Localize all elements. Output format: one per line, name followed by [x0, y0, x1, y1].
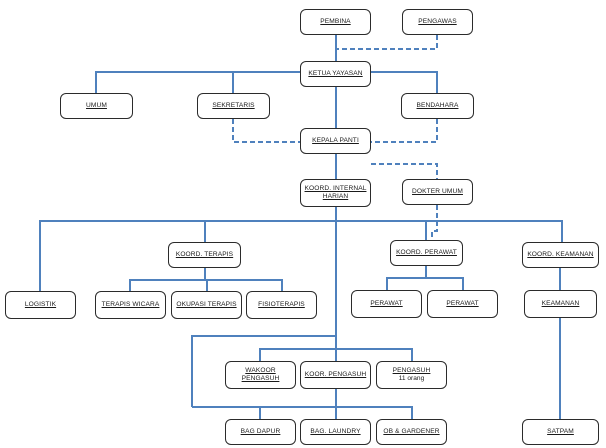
node-bag-laundry: BAG. LAUNDRY: [300, 419, 371, 445]
node-label: KEAMANAN: [541, 300, 580, 308]
node-label: UMUM: [86, 102, 107, 110]
node-label: LOGISTIK: [24, 301, 57, 309]
solid-connector-7: [39, 220, 563, 291]
node-label: PENGASUH: [241, 375, 280, 382]
node-bendahara: BENDAHARA: [401, 93, 474, 119]
node-label: PENGAWAS: [418, 18, 457, 26]
node-label: DOKTER UMUM: [412, 188, 463, 196]
dashed-connector-24: [232, 119, 300, 143]
node-label: KOORD. PERAWAT: [396, 249, 457, 257]
node-label: HARIAN: [322, 193, 349, 200]
node-okupasi-terapis: OKUPASI TERAPIS: [171, 291, 242, 319]
node-koor-pengasuh: KOOR. PENGASUH: [300, 361, 371, 389]
node-umum: UMUM: [60, 93, 133, 119]
node-satpam: SATPAM: [522, 419, 599, 445]
node-koord-perawat: KOORD. PERAWAT: [390, 240, 463, 266]
node-label: KOORD. INTERNAL: [304, 185, 367, 193]
node-label: KOORD. KEAMANAN: [527, 251, 594, 259]
node-perawat-2: PERAWAT: [427, 290, 498, 318]
node-fisioterapis: FISIOTERAPIS: [246, 291, 317, 319]
node-kepala-panti: KEPALA PANTI: [300, 128, 371, 154]
node-label: FISIOTERAPIS: [258, 301, 305, 309]
dashed-connector-25: [371, 119, 438, 143]
node-label: TERAPIS WICARA: [101, 301, 160, 309]
node-pengawas: PENGAWAS: [402, 9, 473, 35]
node-sublabel: 11 orang: [398, 375, 425, 382]
node-label: PERAWAT: [446, 300, 479, 308]
node-sekretaris: SEKRETARIS: [197, 93, 270, 119]
solid-connector-2: [95, 71, 438, 93]
node-perawat-1: PERAWAT: [351, 290, 422, 318]
node-label: OKUPASI TERAPIS: [176, 301, 237, 309]
node-label: BAG DAPUR: [240, 428, 281, 436]
node-keamanan: KEAMANAN: [524, 290, 597, 318]
dashed-connector-23: [336, 35, 438, 50]
solid-connector-14: [386, 277, 464, 290]
node-label: PEMBINA: [320, 18, 351, 26]
node-label: KEPALA PANTI: [312, 137, 359, 145]
dashed-connector-26: [371, 163, 438, 179]
node-label: KETUA YAYASAN: [308, 70, 363, 78]
node-dokter-umum: DOKTER UMUM: [402, 179, 473, 205]
node-ob-gardener: OB & GARDENER: [376, 419, 447, 445]
solid-connector-17: [191, 335, 336, 407]
node-label: BENDAHARA: [416, 102, 459, 110]
node-koord-keamanan: KOORD. KEAMANAN: [522, 242, 599, 268]
node-ketua-yayasan: KETUA YAYASAN: [300, 61, 371, 87]
node-koord-terapis: KOORD. TERAPIS: [168, 242, 241, 268]
node-label: KOORD. TERAPIS: [175, 251, 234, 259]
node-label: BAG. LAUNDRY: [310, 428, 361, 436]
node-label: KOOR. PENGASUH: [304, 371, 367, 379]
node-logistik: LOGISTIK: [5, 291, 76, 319]
node-pembina: PEMBINA: [300, 9, 371, 35]
node-label: PERAWAT: [370, 300, 403, 308]
node-label: SATPAM: [547, 428, 574, 436]
dashed-connector-27: [431, 205, 438, 240]
node-terapis-wicara: TERAPIS WICARA: [95, 291, 166, 319]
node-label: WAKOOR: [245, 367, 276, 375]
node-bag-dapur: BAG DAPUR: [225, 419, 296, 445]
node-label: PENGASUH: [392, 367, 431, 375]
node-label: OB & GARDENER: [383, 428, 440, 436]
node-label: SEKRETARIS: [212, 102, 255, 110]
